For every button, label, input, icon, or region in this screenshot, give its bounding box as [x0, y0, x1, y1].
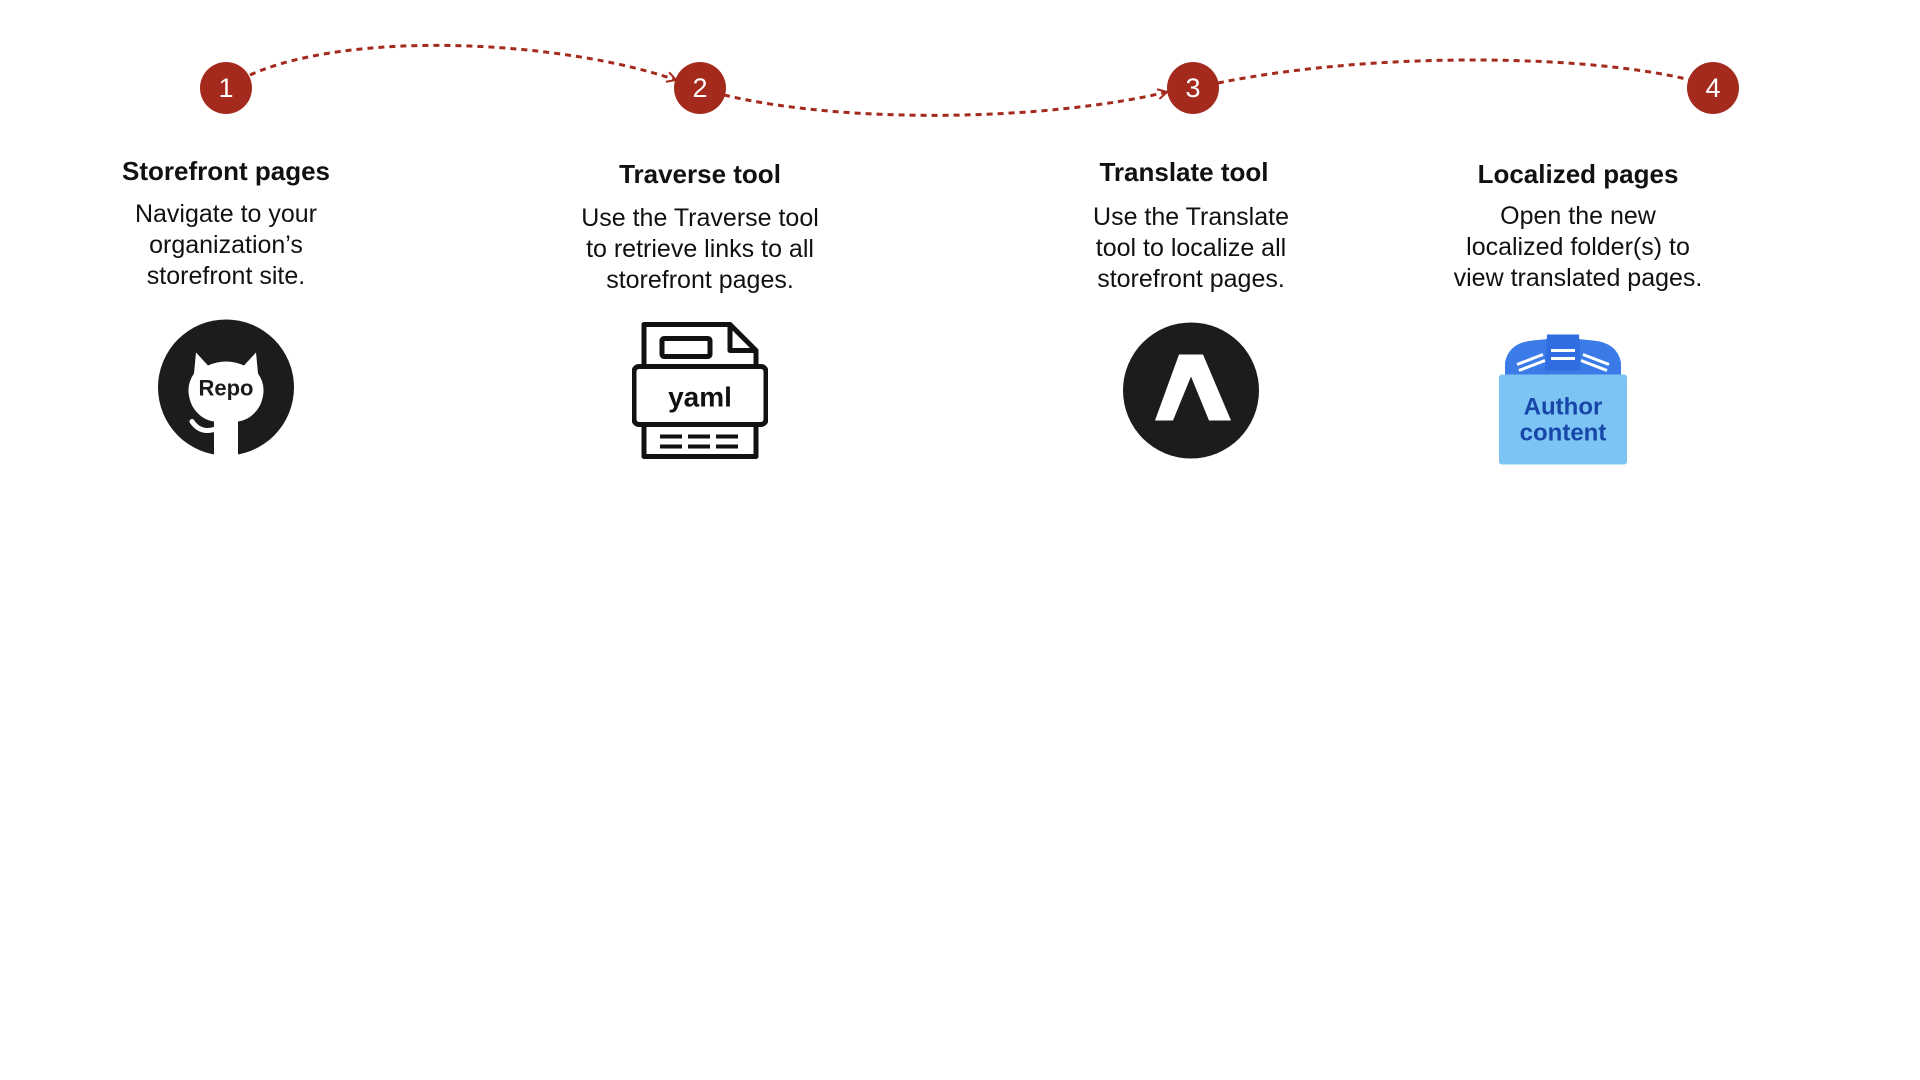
step-1-title: Storefront pages	[121, 156, 331, 186]
author-content-folder-icon: Author content	[1497, 331, 1629, 474]
step-2-badge: 2	[674, 62, 726, 114]
folder-icon-label-line-2: content	[1520, 420, 1607, 447]
connector-3-4	[1217, 58, 1698, 83]
folder-icon-label-line-1: Author	[1524, 394, 1603, 421]
connector-2-3	[723, 92, 1167, 117]
step-4-title: Localized pages	[1477, 159, 1679, 189]
yaml-icon-label: yaml	[668, 382, 732, 413]
connector-1-2	[249, 43, 676, 80]
step-2-title: Traverse tool	[619, 159, 781, 189]
github-repo-icon: Repo	[156, 318, 296, 463]
repo-icon-label: Repo	[199, 376, 254, 401]
step-1-badge: 1	[200, 62, 252, 114]
step-3-description: Use the Translate tool to localize all s…	[1093, 203, 1289, 293]
step-3-badge: 3	[1167, 62, 1219, 114]
step-3-title: Translate tool	[1099, 157, 1269, 187]
step-2-description: Use the Traverse tool to retrieve links …	[581, 204, 819, 294]
adobe-logo-icon	[1121, 321, 1261, 466]
step-4-description: Open the new localized folder(s) to view…	[1453, 202, 1703, 292]
yaml-file-icon: yaml	[631, 321, 769, 466]
step-4-badge: 4	[1687, 62, 1739, 114]
step-1-description: Navigate to your organization’s storefro…	[134, 200, 318, 290]
